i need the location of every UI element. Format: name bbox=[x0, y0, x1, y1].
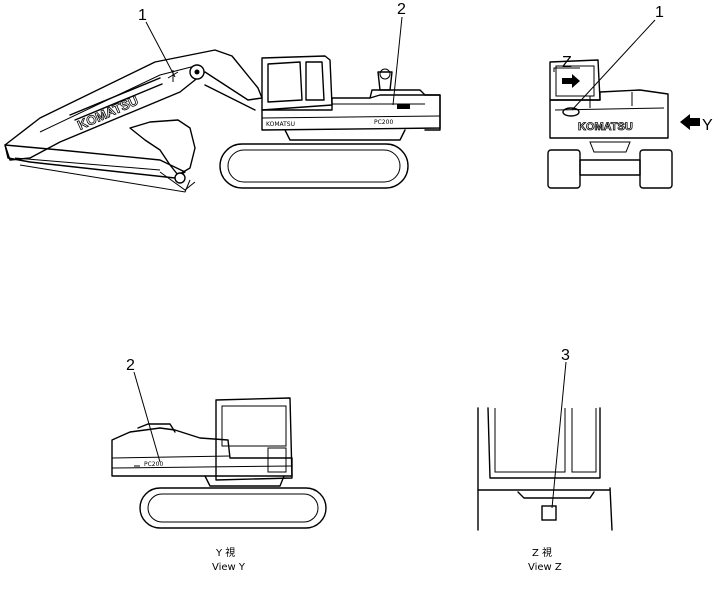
cab-brand-decal: KOMATSU bbox=[266, 121, 295, 128]
arm bbox=[4, 144, 186, 179]
callout-2-side: 2 bbox=[126, 357, 135, 374]
cab-label-decal bbox=[541, 505, 557, 521]
cab-window-side bbox=[305, 61, 325, 101]
counterweight bbox=[424, 94, 441, 131]
cab-window-front bbox=[267, 61, 303, 103]
excavator-side-view: KOMATSU KOMATSU PC200 1 2 bbox=[4, 1, 441, 193]
view-y-arrow bbox=[680, 114, 700, 130]
view-z-caption-native: Z 視 bbox=[532, 546, 552, 559]
model-decal-side: PC200 bbox=[144, 461, 163, 468]
callout-3: 3 bbox=[561, 347, 570, 364]
view-y-drawing: PC200 2 Y 視 View Y bbox=[111, 357, 327, 573]
view-z-marker: Z bbox=[562, 54, 572, 71]
callout-1-rear: 1 bbox=[655, 4, 664, 21]
view-z-drawing: 3 Z 視 View Z bbox=[477, 347, 613, 573]
engine-housing bbox=[261, 94, 441, 131]
exhaust bbox=[377, 71, 393, 91]
callout-2-main: 2 bbox=[397, 1, 406, 18]
view-y-marker: Y bbox=[702, 117, 713, 134]
track bbox=[219, 143, 409, 189]
view-y-caption-native: Y 視 bbox=[215, 546, 235, 559]
view-z-caption: View Z bbox=[528, 562, 562, 573]
model-decal-main: PC200 bbox=[374, 119, 393, 126]
bucket bbox=[129, 119, 196, 176]
view-y-track bbox=[139, 487, 327, 529]
rear-brand-decal: KOMATSU bbox=[578, 121, 633, 133]
excavator-rear-view: KOMATSU Z Y 1 bbox=[547, 4, 713, 189]
rear-arrow-marker bbox=[562, 74, 580, 88]
cab bbox=[261, 55, 333, 111]
view-y-caption: View Y bbox=[212, 562, 246, 573]
callout-1-main: 1 bbox=[138, 7, 147, 24]
rear-body bbox=[549, 89, 669, 139]
